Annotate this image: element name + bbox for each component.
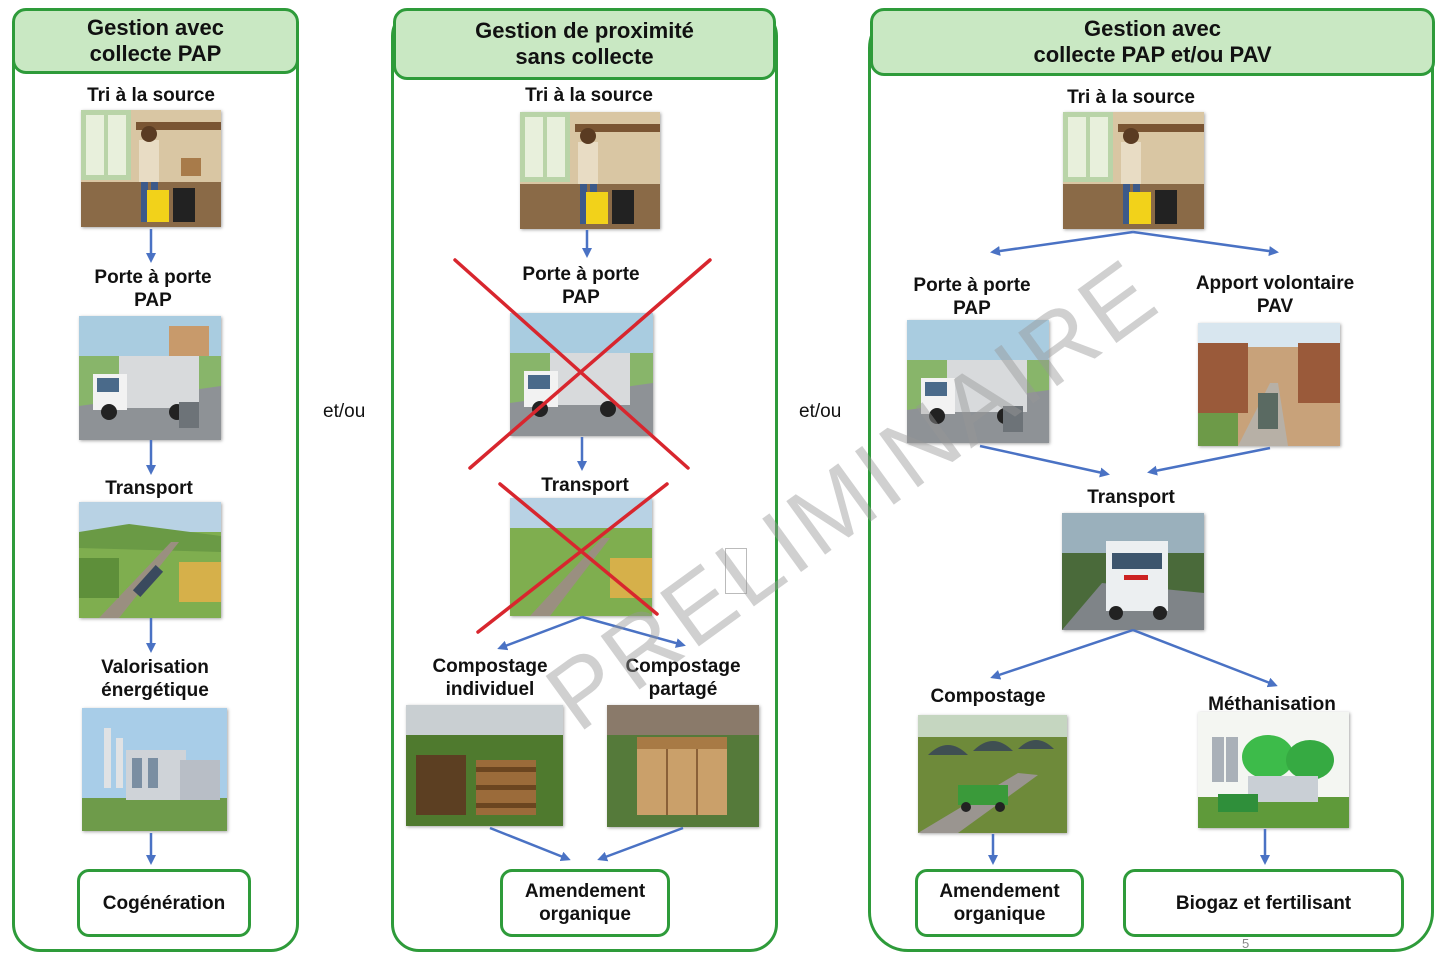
separator-1: et/ou: [323, 401, 366, 422]
label-methanisation: Méthanisation: [1208, 694, 1336, 715]
header-pap-line2: collecte PAP: [89, 41, 222, 66]
header-pap: Gestion avec collecte PAP: [12, 8, 299, 74]
page-number: 5: [1242, 936, 1250, 951]
header-proximite: Gestion de proximité sans collecte: [393, 8, 776, 80]
power-plant-icon: [82, 708, 227, 831]
header-pap-pav-line2: collecte PAP et/ou PAV: [1033, 42, 1272, 67]
header-proximite-line2: sans collecte: [515, 44, 654, 69]
image-tri-kitchen-3: [1063, 112, 1204, 229]
final-biogaz: Biogaz et fertilisant: [1123, 869, 1404, 937]
image-pav-street: [1198, 323, 1340, 446]
header-pap-pav-line1: Gestion avec: [1084, 16, 1221, 41]
image-truck-2: [510, 313, 653, 436]
garbage-truck-icon: [510, 313, 653, 436]
label-tri-2: Tri à la source: [525, 85, 653, 106]
header-pap-line1: Gestion avec: [87, 15, 224, 40]
image-compost-platform: [918, 715, 1067, 833]
countryside-rail-icon: [79, 502, 221, 618]
image-compost-partage: [607, 705, 759, 827]
label-transport-3: Transport: [1087, 487, 1175, 508]
separator-2: et/ou: [799, 401, 842, 422]
image-truck-road-3: [1062, 513, 1204, 630]
image-compost-individuel: [406, 705, 563, 826]
placeholder-box: [725, 548, 747, 594]
garbage-truck-icon: [79, 316, 221, 440]
methanisation-plant-icon: [1198, 712, 1349, 828]
final-cogeneration: Cogénération: [77, 869, 251, 937]
image-tri-kitchen-1: [81, 110, 221, 227]
label-transport-1: Transport: [105, 478, 193, 499]
shared-compost-bin-icon: [607, 705, 759, 827]
label-transport-2: Transport: [541, 475, 629, 496]
image-truck-1: [79, 316, 221, 440]
composting-platform-icon: [918, 715, 1067, 833]
kitchen-scene-icon: [1063, 112, 1204, 229]
truck-road-icon: [1062, 513, 1204, 630]
label-compostage-3: Compostage: [930, 686, 1046, 707]
image-methaniseur: [1198, 712, 1349, 828]
kitchen-scene-icon: [81, 110, 221, 227]
kitchen-scene-icon: [520, 112, 660, 229]
label-tri-1: Tri à la source: [87, 85, 215, 106]
street-container-icon: [1198, 323, 1340, 446]
image-truck-3: [907, 320, 1049, 443]
image-rail-1: [79, 502, 221, 618]
header-proximite-line1: Gestion de proximité: [475, 18, 694, 43]
garbage-truck-icon: [907, 320, 1049, 443]
image-plant-1: [82, 708, 227, 831]
image-tri-kitchen-2: [520, 112, 660, 229]
compost-bin-garden-icon: [406, 705, 563, 826]
header-pap-pav: Gestion avec collecte PAP et/ou PAV: [870, 8, 1435, 76]
label-tri-3: Tri à la source: [1067, 87, 1195, 108]
